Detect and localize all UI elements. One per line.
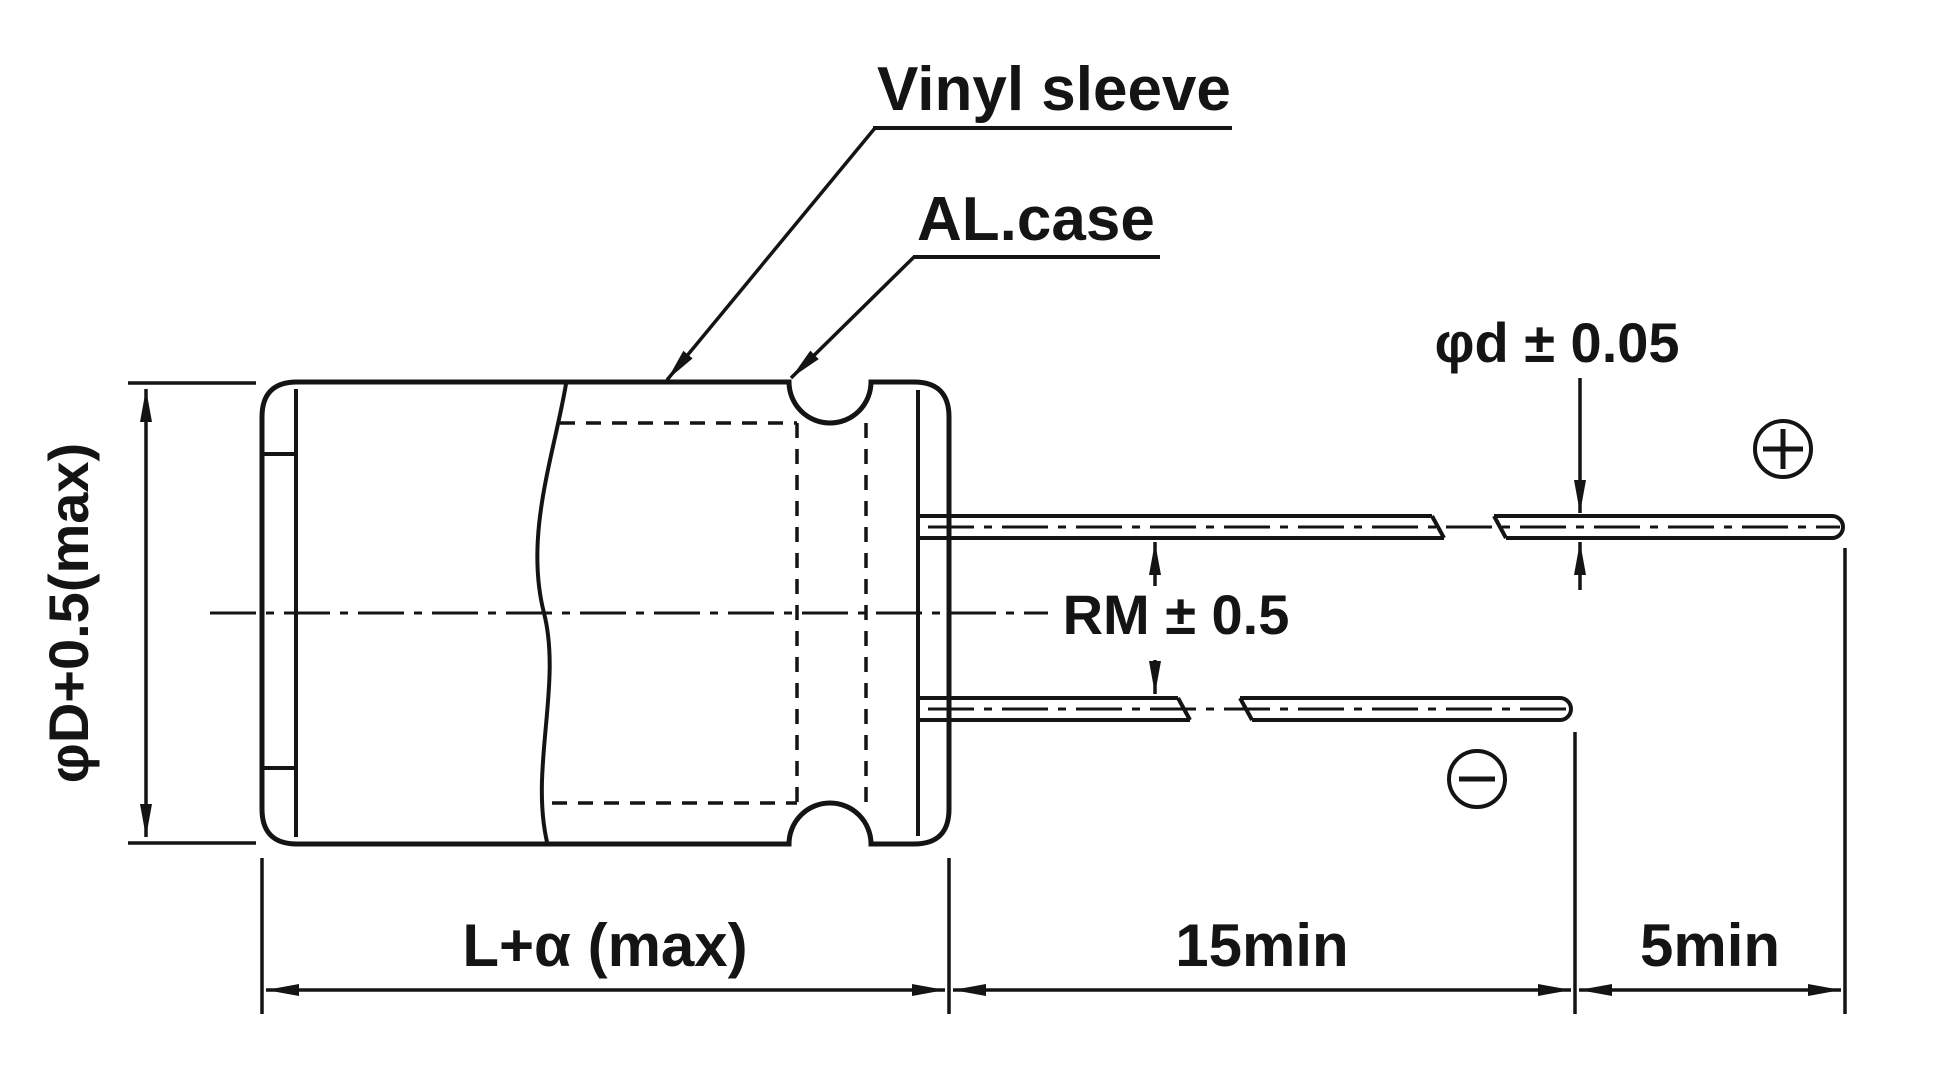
lead-spacing-label: RM ± 0.5: [1063, 583, 1290, 646]
lead-length-label: 15min: [1175, 912, 1348, 979]
case-diameter-label: φD+0.5(max): [37, 443, 100, 783]
vinyl-sleeve-outline: [259, 379, 952, 847]
dim-lead-diameter: φd ± 0.05: [1434, 311, 1680, 590]
dim-case-diameter: φD+0.5(max): [37, 381, 256, 845]
al-case-label: AL.case: [917, 185, 1155, 254]
vinyl-sleeve-leader: [665, 126, 877, 382]
plus-circle: [1753, 419, 1813, 479]
positive-lead: [918, 514, 1845, 540]
callout-vinyl-sleeve: Vinyl sleeve: [665, 55, 1232, 382]
case-length-label: L+α (max): [462, 912, 747, 979]
negative-polarity-icon: [1447, 749, 1507, 809]
dim-bottom: L+α (max) 15min 5min: [260, 548, 1847, 1014]
dim-lead-end-length: 5min: [1579, 912, 1841, 996]
lead-break-cut-a: [1430, 515, 1446, 539]
positive-polarity-icon: [1753, 419, 1813, 479]
vinyl-sleeve-label: Vinyl sleeve: [877, 55, 1231, 124]
al-case-leader: [789, 255, 916, 380]
minus-circle: [1447, 749, 1507, 809]
dim-case-length: L+α (max): [266, 912, 945, 996]
lead-diameter-label: φd ± 0.05: [1434, 311, 1679, 374]
lead-segment-b: [1494, 514, 1845, 540]
callout-al-case: AL.case: [789, 185, 1160, 380]
negative-lead: [918, 696, 1575, 722]
dim-lead-length: 15min: [953, 912, 1571, 996]
dim-lead-spacing: RM ± 0.5: [1063, 542, 1290, 694]
lead-break-cut-b: [1492, 515, 1508, 539]
lead-end-length-label: 5min: [1640, 912, 1780, 979]
capacitor-body: [210, 379, 1048, 847]
lead-segment-b: [1240, 696, 1573, 722]
